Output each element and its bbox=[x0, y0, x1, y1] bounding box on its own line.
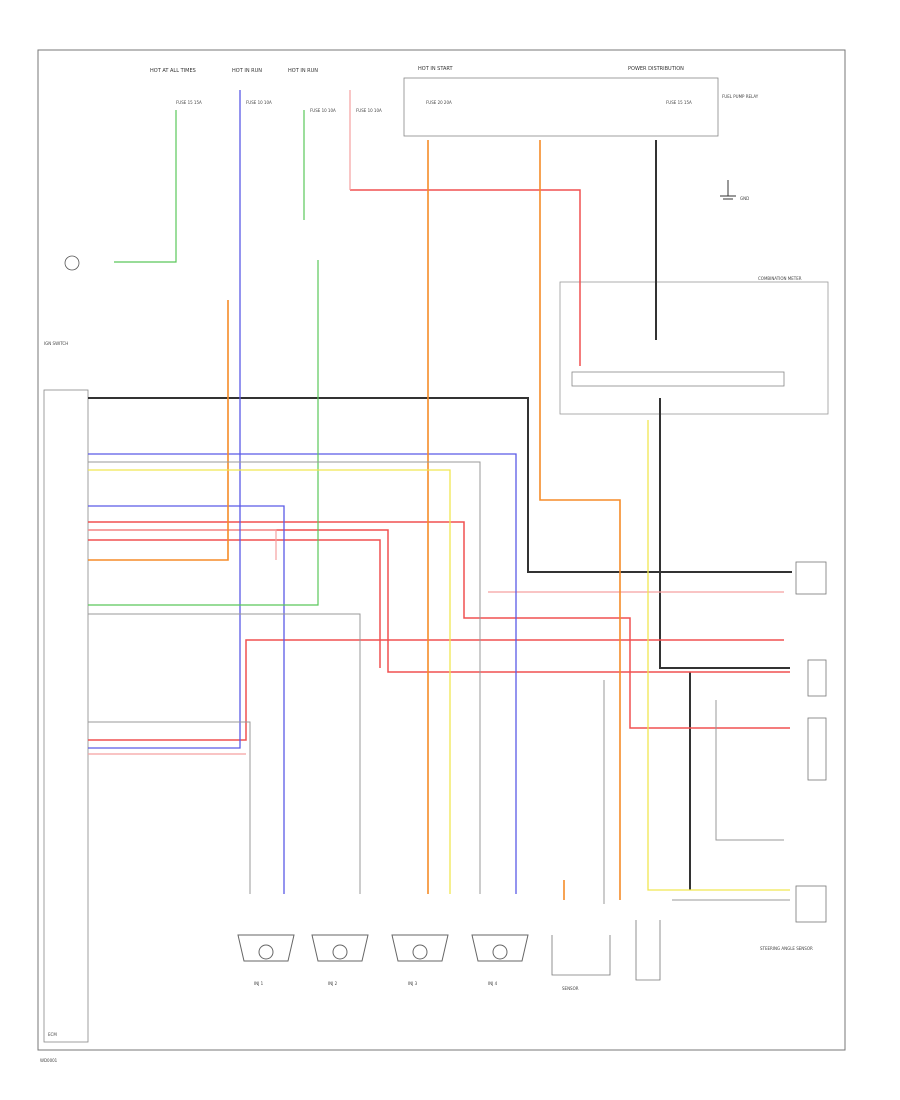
top-label-5: POWER DISTRIBUTION bbox=[628, 66, 684, 72]
top-label-4: HOT IN START bbox=[418, 66, 454, 72]
ign-switch-icon bbox=[64, 255, 80, 271]
steering-label: STEERING ANGLE SENSOR bbox=[760, 946, 813, 951]
fuse-label-5: FUSE 20 20A bbox=[426, 100, 452, 105]
bottom-sensors bbox=[551, 920, 661, 981]
injector-3-icon bbox=[391, 934, 449, 962]
diagram-frame bbox=[37, 49, 846, 1051]
diagram-id: WD0001 bbox=[40, 1058, 58, 1063]
inj2-label: INJ 2 bbox=[328, 981, 338, 986]
injector-4-icon bbox=[471, 934, 529, 962]
green-wires bbox=[88, 110, 319, 606]
right-connectors bbox=[795, 561, 827, 923]
red-wires bbox=[88, 189, 790, 741]
ecm-label: ECM bbox=[48, 1032, 57, 1037]
ecm-connector bbox=[43, 389, 89, 1043]
gnd-label: GND bbox=[740, 196, 749, 201]
inj3-label: INJ 3 bbox=[408, 981, 418, 986]
inj1-label: INJ 1 bbox=[254, 981, 264, 986]
combination-meter-box bbox=[559, 281, 829, 415]
meter-label: COMBINATION METER bbox=[758, 276, 802, 281]
black-wires bbox=[88, 140, 792, 890]
power-distribution-box bbox=[403, 77, 719, 137]
fuse-label-6: FUSE 15 15A bbox=[666, 100, 692, 105]
sensor-label: SENSOR bbox=[562, 986, 579, 991]
pink-wires bbox=[88, 90, 784, 755]
meter-inner-bar bbox=[571, 371, 785, 387]
ign-switch-label: IGN SWITCH bbox=[44, 341, 68, 346]
yellow-wires bbox=[88, 420, 790, 894]
top-label-1: HOT AT ALL TIMES bbox=[150, 68, 196, 74]
blue-wires bbox=[88, 90, 517, 894]
gray-wires bbox=[88, 461, 790, 904]
relay-label: FUEL PUMP RELAY bbox=[722, 94, 759, 99]
injector-1-icon bbox=[237, 934, 295, 962]
top-label-3: HOT IN RUN bbox=[288, 68, 318, 74]
orange-wires bbox=[88, 140, 621, 900]
injector-group bbox=[237, 934, 529, 962]
fuse-label-3: FUSE 10 10A bbox=[310, 108, 336, 113]
top-label-2: HOT IN RUN bbox=[232, 68, 262, 74]
injector-2-icon bbox=[311, 934, 369, 962]
ground-icon bbox=[720, 180, 736, 200]
fuse-label-2: FUSE 10 10A bbox=[246, 100, 272, 105]
fuse-label-4: FUSE 10 10A bbox=[356, 108, 382, 113]
inj4-label: INJ 4 bbox=[488, 981, 498, 986]
fuse-label-1: FUSE 15 15A bbox=[176, 100, 202, 105]
